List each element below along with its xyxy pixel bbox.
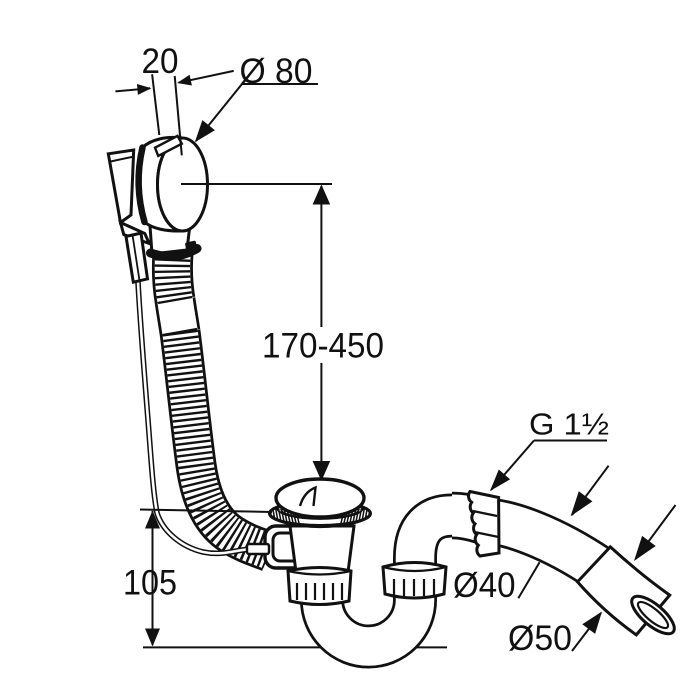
- svg-text:105: 105: [123, 563, 177, 603]
- svg-text:Ø50: Ø50: [508, 619, 572, 658]
- svg-text:170-450: 170-450: [262, 326, 384, 366]
- svg-text:G 1½: G 1½: [529, 407, 609, 442]
- svg-text:20: 20: [142, 42, 179, 81]
- svg-text:Ø40: Ø40: [453, 566, 516, 605]
- svg-text:Ø 80: Ø 80: [240, 52, 313, 91]
